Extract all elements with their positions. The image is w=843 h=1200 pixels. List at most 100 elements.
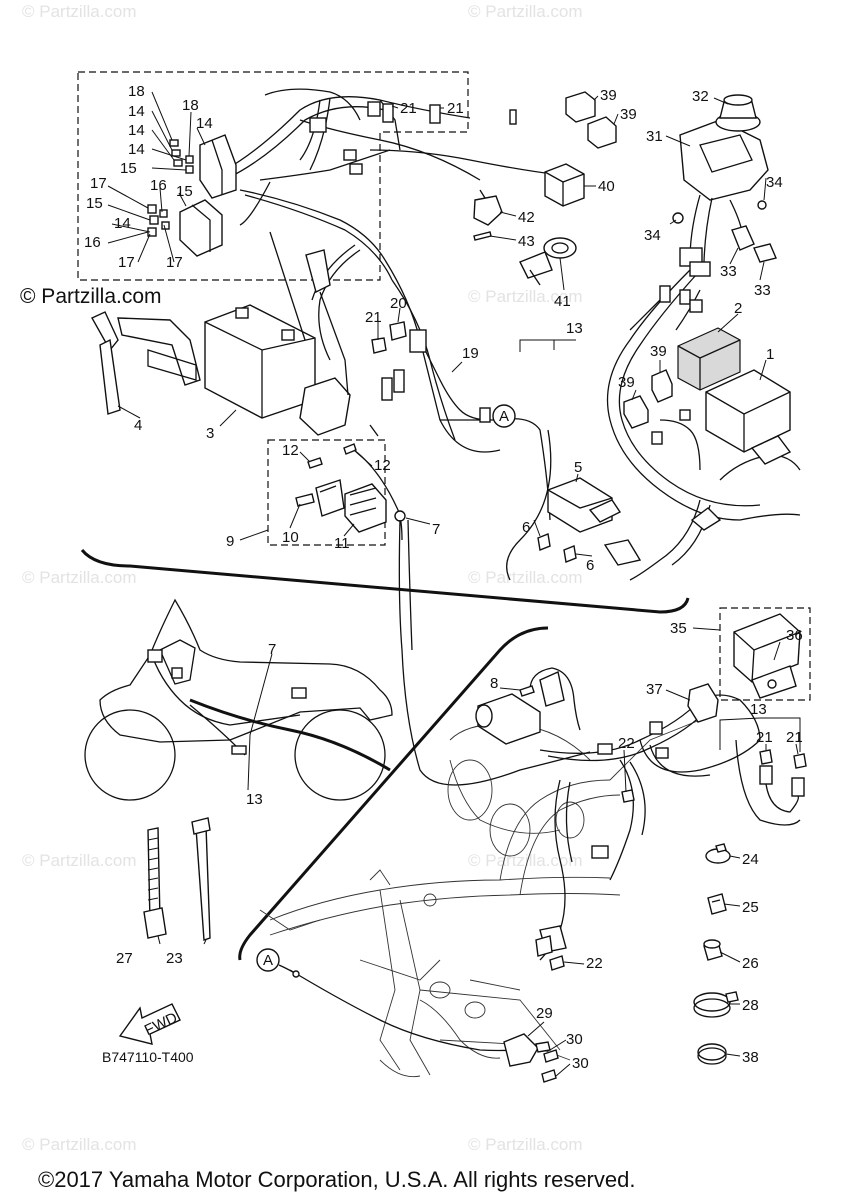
detail-marker-label: A <box>499 408 509 425</box>
callout-number: 3 <box>206 425 214 442</box>
callout-number: 34 <box>766 174 783 191</box>
callout-number: 39 <box>600 87 617 104</box>
fuse-box-upper <box>199 134 237 199</box>
callout-number: 14 <box>114 215 131 232</box>
callout-number: 34 <box>644 227 661 244</box>
watermark: © Partzilla.com <box>468 568 583 587</box>
callout-number: 17 <box>118 254 135 271</box>
battery-band <box>91 311 201 415</box>
bolt-12 <box>307 457 323 469</box>
callout-number: 6 <box>586 557 594 574</box>
callout-number: 9 <box>226 533 234 550</box>
fuse-10 <box>295 493 315 507</box>
callout-number: 15 <box>120 160 137 177</box>
callout-number: 11 <box>334 535 350 552</box>
callout-number: 42 <box>518 209 535 226</box>
detail-marker-label: A <box>263 952 273 969</box>
copyright-notice: ©2017 Yamaha Motor Corporation, U.S.A. A… <box>38 1167 635 1192</box>
grommet-26 <box>703 939 723 961</box>
relay-40 <box>544 163 585 207</box>
band-28 <box>693 991 739 1018</box>
ecu-unit-1 <box>705 369 792 465</box>
callout-number: 31 <box>646 128 663 145</box>
relay-39-right <box>623 369 691 445</box>
section-divider-lower <box>238 626 549 961</box>
leader-lines <box>107 91 801 1077</box>
callout-number: 38 <box>742 1049 759 1066</box>
sensor-37 <box>687 683 719 723</box>
harness-detail-box <box>77 71 469 281</box>
lead-13 <box>407 519 413 651</box>
callout-number: 17 <box>166 254 183 271</box>
callout-number: 43 <box>518 233 535 250</box>
callout-number: 14 <box>128 122 145 139</box>
harness-connector <box>659 285 671 303</box>
callout-number: 29 <box>536 1005 553 1022</box>
callout-number: 13 <box>566 320 583 337</box>
callout-number: 6 <box>522 519 530 536</box>
callout-number: 21 <box>447 100 464 117</box>
callout-number: 15 <box>86 195 103 212</box>
callout-number: 18 <box>128 83 145 100</box>
clamp-24 <box>705 843 731 864</box>
bolt-22 <box>621 789 635 803</box>
sensor-29 <box>503 1033 551 1067</box>
connector-21-lower <box>759 749 807 813</box>
callout-number: 21 <box>400 100 417 117</box>
watermark: © Partzilla.com <box>468 2 583 21</box>
watermark-layer: © Partzilla.com © Partzilla.com © Partzi… <box>22 2 583 1154</box>
callout-number: 36 <box>786 627 803 644</box>
terminal-boot <box>305 249 331 294</box>
bolt-22 <box>549 955 565 971</box>
harness-connector <box>689 299 703 313</box>
detail-marker-a-lower: A <box>256 948 300 978</box>
callout-labels: 18 14 14 14 15 18 14 17 16 15 15 14 16 1… <box>84 83 803 1072</box>
callout-number: 21 <box>786 729 803 746</box>
relay-39-top <box>565 91 617 149</box>
callout-number: 16 <box>150 177 167 194</box>
callout-number: 37 <box>646 681 663 698</box>
connector-pair <box>393 369 405 393</box>
callout-number: 35 <box>670 620 687 637</box>
forward-arrow: FWD <box>118 1003 181 1045</box>
callout-number: 22 <box>618 735 635 752</box>
bolt-8 <box>519 685 535 697</box>
callout-number: 16 <box>84 234 101 251</box>
frame-assembly <box>259 719 701 1078</box>
watermark: © Partzilla.com <box>22 1135 137 1154</box>
bolt-12 <box>343 443 357 455</box>
callout-number: 13 <box>750 701 767 718</box>
callout-number: 30 <box>566 1031 583 1048</box>
relay-bracket <box>315 479 345 517</box>
bolt-43 <box>473 231 492 241</box>
fuse-stack <box>147 139 194 237</box>
callout-number: 39 <box>620 106 637 123</box>
callout-number: 22 <box>586 955 603 972</box>
module-group-box <box>719 607 811 701</box>
fuse-holder-5 <box>547 477 642 566</box>
callout-number: 19 <box>462 345 479 362</box>
lead-19 <box>409 329 491 423</box>
detail-marker-a-upper: A <box>492 404 516 428</box>
control-module-35 <box>733 613 801 683</box>
callout-number: 17 <box>90 175 107 192</box>
callout-number: 30 <box>572 1055 589 1072</box>
harness-clamp <box>690 507 722 531</box>
connector-20 <box>389 321 407 341</box>
screw-34 <box>757 200 767 210</box>
callout-number: 15 <box>176 183 193 200</box>
screw-6 <box>563 545 577 563</box>
relay-lead <box>369 424 379 437</box>
callout-number: 21 <box>365 309 382 326</box>
main-switch <box>679 94 769 263</box>
starter-motor <box>475 667 581 745</box>
fuse-box-lower <box>179 199 223 257</box>
screw-6 <box>537 533 551 551</box>
harness-connector <box>679 289 691 305</box>
callout-number: 2 <box>734 300 742 317</box>
battery-lead <box>319 291 349 396</box>
callout-number: 1 <box>766 346 774 363</box>
ground-terminal <box>394 510 406 522</box>
brand-label: © Partzilla.com <box>20 285 162 308</box>
